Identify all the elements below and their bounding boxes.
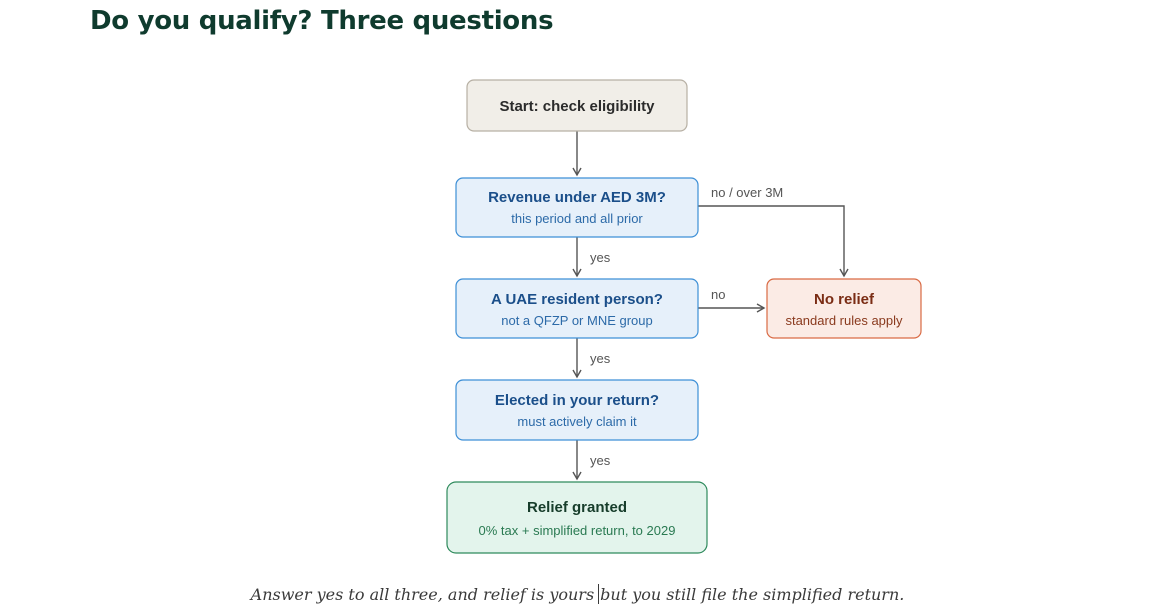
question-election-sub: must actively claim it <box>517 414 637 429</box>
question-election-node: Elected in your return? must actively cl… <box>455 379 699 441</box>
edge-label-q2-yes: yes <box>590 351 611 366</box>
caption-part-2: but you still file the simplified return… <box>600 585 905 604</box>
question-election-label: Elected in your return? <box>495 392 659 409</box>
no-relief-node: No relief standard rules apply <box>766 278 922 339</box>
relief-granted-label: Relief granted <box>527 499 627 516</box>
edge-label-q3-yes: yes <box>590 453 611 468</box>
no-relief-label: No relief <box>814 291 875 308</box>
question-resident-node: A UAE resident person? not a QFZP or MNE… <box>455 278 699 339</box>
text-cursor <box>598 584 600 604</box>
edge-label-q1-yes: yes <box>590 250 611 265</box>
question-revenue-label: Revenue under AED 3M? <box>488 189 666 206</box>
question-resident-sub: not a QFZP or MNE group <box>501 313 653 328</box>
start-node: Start: check eligibility <box>466 79 688 132</box>
eligibility-flowchart: no / over 3M no yes yes yes Start: check… <box>446 79 922 554</box>
question-revenue-sub: this period and all prior <box>511 211 643 226</box>
footer-caption: Answer yes to all three, and relief is y… <box>0 584 1155 604</box>
start-node-label: Start: check eligibility <box>499 98 655 115</box>
relief-granted-node: Relief granted 0% tax + simplified retur… <box>446 481 708 554</box>
edge-label-q2-no: no <box>711 287 725 302</box>
edge-q1-no <box>698 205 849 278</box>
caption-part-1: Answer yes to all three, and relief is y… <box>250 585 595 604</box>
question-resident-label: A UAE resident person? <box>491 291 663 308</box>
no-relief-sub: standard rules apply <box>785 313 903 328</box>
edge-label-q1-no: no / over 3M <box>711 185 783 200</box>
relief-granted-sub: 0% tax + simplified return, to 2029 <box>479 523 676 538</box>
question-revenue-node: Revenue under AED 3M? this period and al… <box>455 177 699 238</box>
page-title: Do you qualify? Three questions <box>90 6 554 36</box>
